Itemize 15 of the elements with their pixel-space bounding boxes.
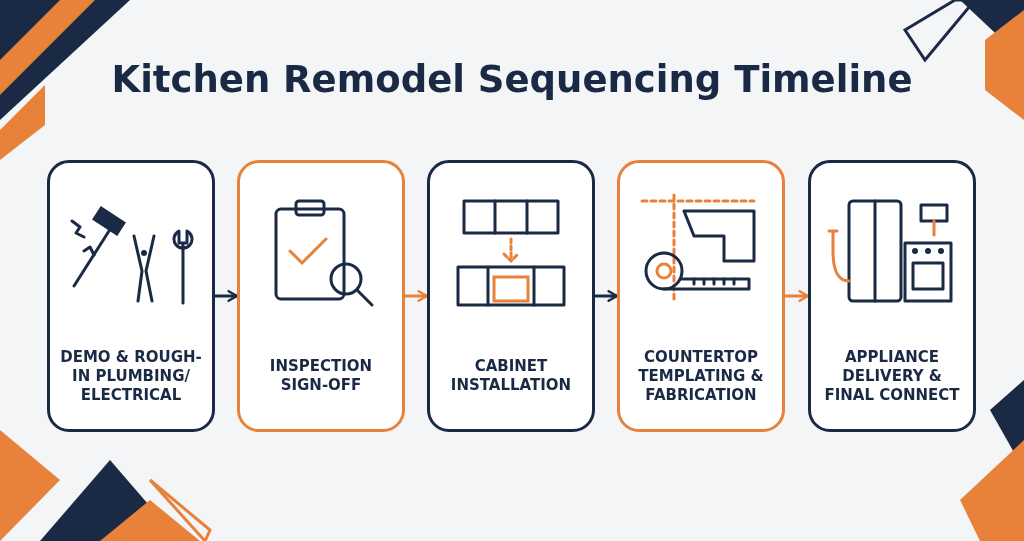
arrow bbox=[215, 290, 239, 302]
step-label: APPLIANCE DELIVERY & FINAL CONNECT bbox=[823, 347, 961, 405]
title: Kitchen Remodel Sequencing Timeline bbox=[110, 58, 914, 101]
step-label: DEMO & ROUGH-IN PLUMBING/ ELECTRICAL bbox=[59, 347, 203, 405]
step-label: INSPECTION SIGN-OFF bbox=[268, 357, 374, 395]
step-card bbox=[47, 160, 215, 432]
step-card bbox=[808, 160, 976, 432]
step-card bbox=[427, 160, 595, 432]
step-card bbox=[617, 160, 785, 432]
step-card bbox=[237, 160, 405, 432]
step-label: CABINET INSTALLATION bbox=[449, 357, 573, 395]
step-label: COUNTERTOP TEMPLATING & FABRICATION bbox=[637, 347, 765, 405]
arrow bbox=[405, 290, 429, 302]
arrow bbox=[785, 290, 810, 302]
arrow bbox=[595, 290, 619, 302]
